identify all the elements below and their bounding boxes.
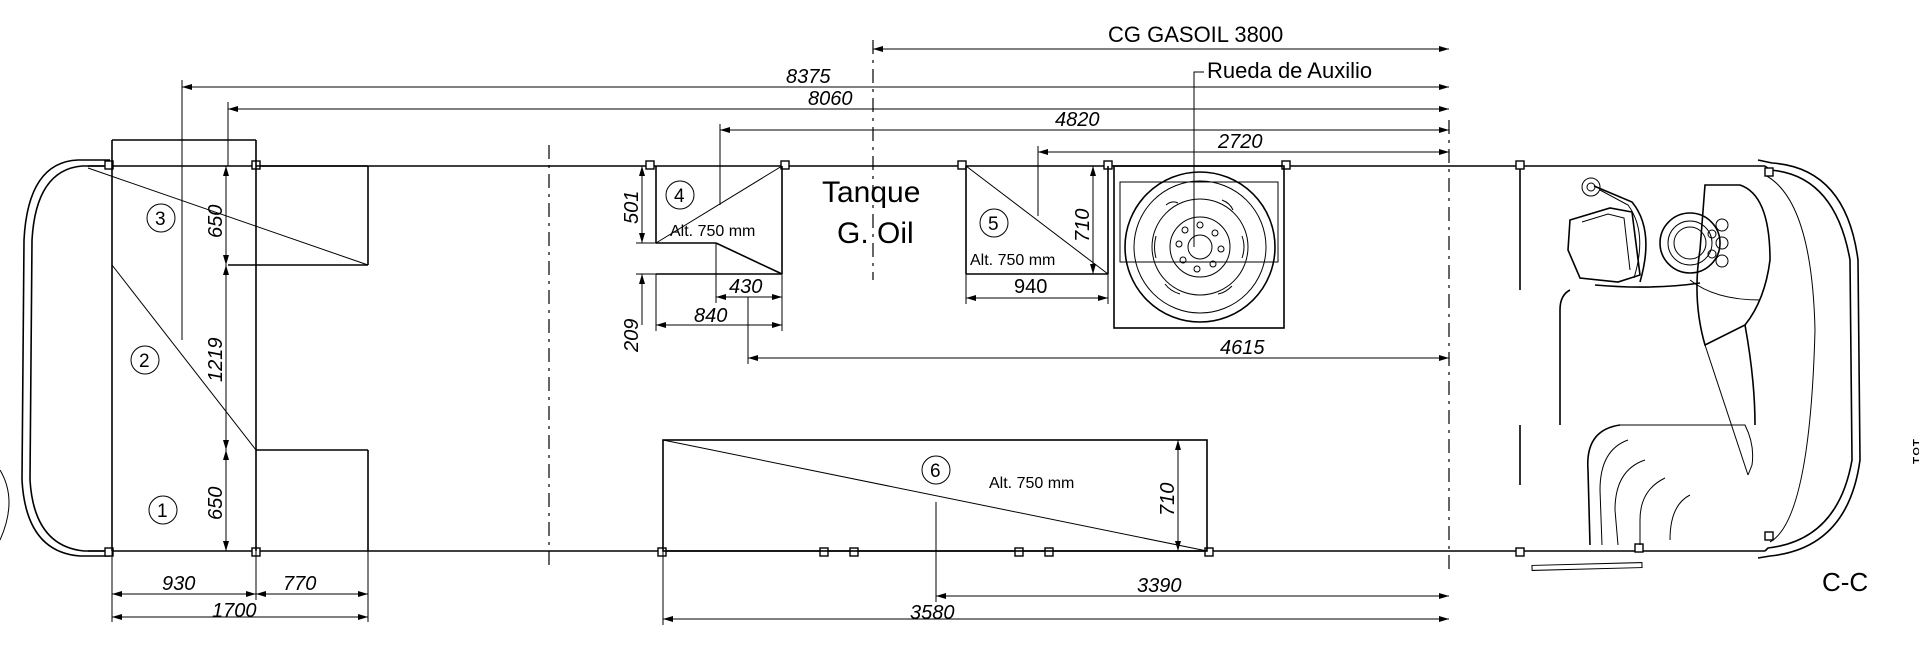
compartment-6 — [662, 439, 1208, 552]
dim-3580: 3580 — [910, 602, 955, 624]
tank-label-line2: G. Oil — [837, 217, 914, 250]
dim-2720: 2720 — [1217, 131, 1263, 153]
section-label: C-C — [1822, 567, 1868, 597]
compartment-labels: 3 2 1 4 5 6 Alt. 750 mm Alt. 750 mm Alt.… — [130, 180, 1074, 525]
dim-710-comp6: 710 — [1157, 483, 1179, 516]
bus-outline — [0, 159, 1861, 571]
dim-8060: 8060 — [808, 88, 853, 110]
rueda-auxilio-label: Rueda de Auxilio — [1207, 58, 1372, 83]
driver-area — [1559, 177, 1771, 546]
compartment-4-height: Alt. 750 mm — [670, 223, 755, 240]
compartment-5-height: Alt. 750 mm — [970, 252, 1055, 269]
compartment-6-label: 6 — [930, 461, 941, 482]
dim-8375: 8375 — [786, 66, 831, 88]
compartment-1-label: 1 — [157, 501, 168, 522]
compartment-3-label: 3 — [155, 209, 166, 230]
dim-710-comp5: 710 — [1072, 209, 1094, 242]
compartment-6-height: Alt. 750 mm — [989, 475, 1074, 492]
dim-650-bottom: 650 — [205, 487, 227, 520]
edge-text: 181 — [1909, 438, 1919, 465]
dim-840: 840 — [694, 305, 727, 327]
compartment-5-label: 5 — [988, 214, 999, 235]
dim-1700: 1700 — [212, 600, 257, 622]
spare-wheel-icon — [1113, 165, 1285, 329]
mount-points — [104, 160, 1774, 557]
dim-4615: 4615 — [1220, 337, 1265, 359]
compartment-4 — [655, 165, 783, 275]
compartment-2-label: 2 — [139, 351, 150, 372]
cg-gasoil-label: CG GASOIL 3800 — [1108, 22, 1283, 47]
dim-430: 430 — [729, 276, 762, 298]
tank-label-line1: Tanque — [822, 176, 920, 209]
dim-650-top: 650 — [205, 205, 227, 238]
dim-940: 940 — [1014, 276, 1047, 298]
dimension-texts: CG GASOIL 3800 Rueda de Auxilio 8375 806… — [162, 22, 1372, 624]
dim-501: 501 — [621, 191, 643, 224]
dim-3390: 3390 — [1137, 575, 1182, 597]
compartment-4-label: 4 — [674, 186, 685, 207]
compartments-rear — [87, 139, 369, 551]
dim-930: 930 — [162, 573, 195, 595]
dim-1219: 1219 — [205, 338, 227, 383]
dimension-lines — [111, 46, 1449, 625]
compartment-5 — [965, 165, 1109, 275]
dim-209: 209 — [621, 319, 643, 353]
dim-770: 770 — [283, 573, 316, 595]
dim-4820: 4820 — [1055, 109, 1100, 131]
